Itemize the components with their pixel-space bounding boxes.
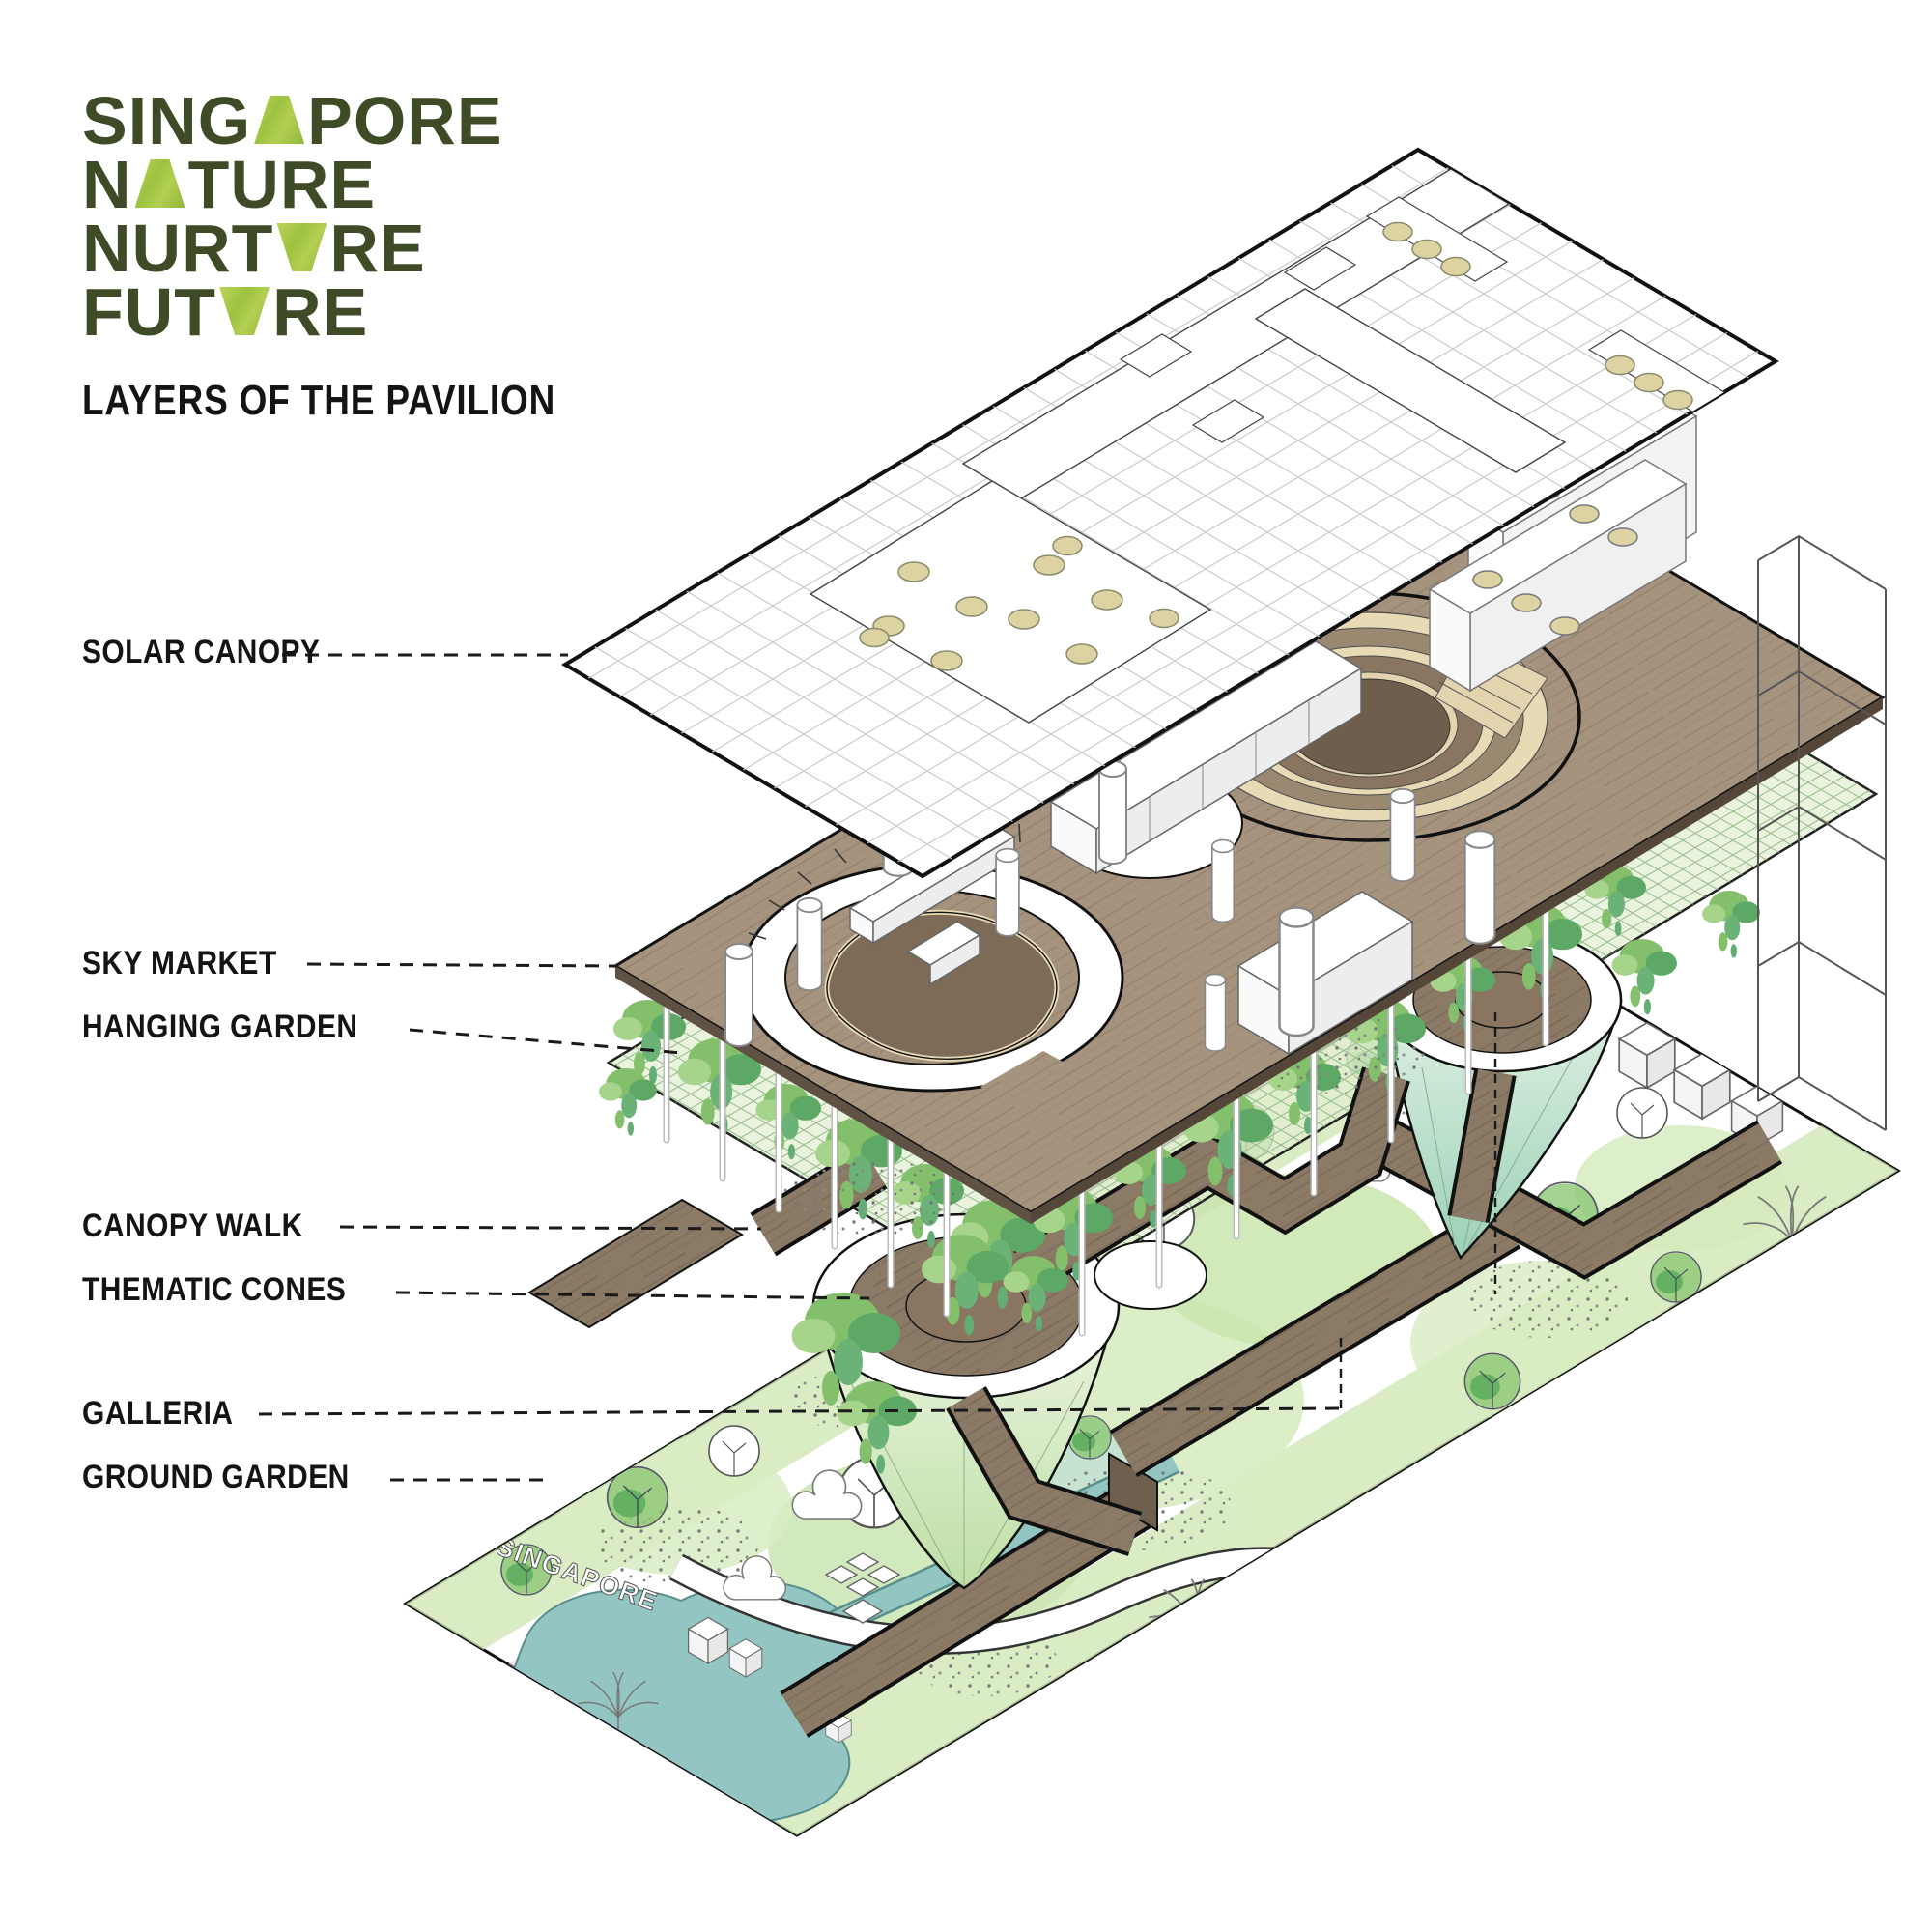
leaf-trapezoid-down-icon: [219, 287, 270, 335]
sky-market-layer: [612, 395, 1887, 1224]
label-canopy-walk: CANOPY WALK: [82, 1208, 303, 1244]
label-hanging-garden: HANGING GARDEN: [82, 1009, 358, 1045]
leader-canopy-walk: [339, 1225, 762, 1231]
leader-galleria: [258, 1406, 1342, 1416]
leaf-trapezoid-up-icon: [134, 159, 185, 208]
leader-lines: [258, 653, 1497, 1482]
cube-stack: [824, 1552, 901, 1624]
label-galleria: GALLERIA: [82, 1395, 234, 1432]
hanger-rods: [663, 897, 1549, 1337]
scaffold-tower: [1757, 534, 1887, 1131]
page-title: LAYERS OF THE PAVILION: [82, 377, 556, 424]
label-solar-canopy: SOLAR CANOPY: [82, 634, 321, 670]
leaf-trapezoid-down-icon: [276, 223, 327, 271]
leader-thematic-cones: [395, 1291, 870, 1300]
leader-sky-market: [306, 962, 619, 968]
leaf-trapezoid-up-icon: [254, 96, 305, 144]
label-thematic-cones: THEMATIC CONES: [82, 1271, 347, 1308]
label-ground-garden: GROUND GARDEN: [82, 1459, 350, 1495]
solar-canopy-layer: [561, 147, 1779, 879]
label-sky-market: SKY MARKET: [82, 945, 277, 981]
